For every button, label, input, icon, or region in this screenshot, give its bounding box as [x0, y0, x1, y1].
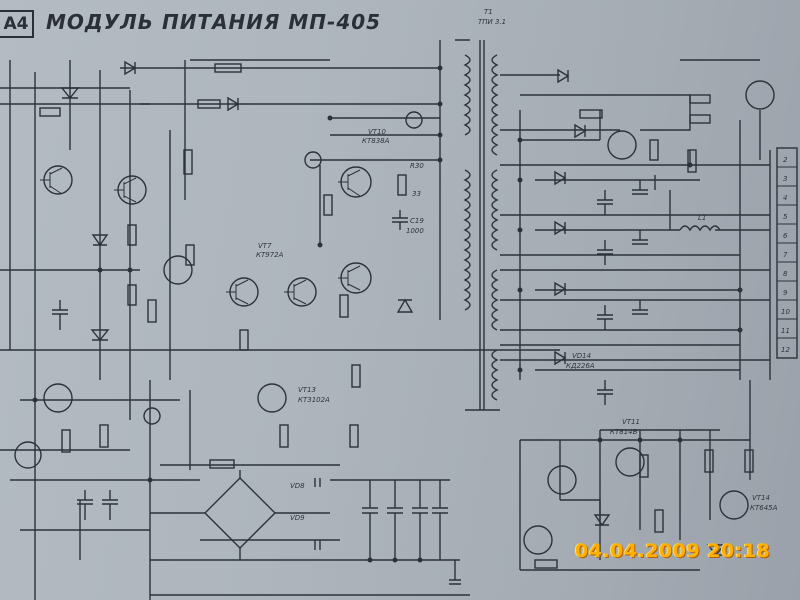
- resistors: [39, 63, 754, 569]
- pin-label: 8: [783, 270, 788, 278]
- pin-label: 10: [781, 308, 790, 316]
- label-t1-type: ТПИ 3.1: [478, 18, 506, 26]
- transistors: [14, 80, 775, 555]
- left-section-wiring: [0, 60, 560, 600]
- label-vd14: VD14: [572, 352, 591, 360]
- label-r30: R30: [410, 162, 424, 170]
- label-vd9: VD9: [290, 514, 305, 522]
- label-vt13-type: КТ3102А: [298, 396, 330, 404]
- output-connector: [776, 147, 798, 359]
- sheet-tag: A4: [0, 10, 34, 38]
- label-vt14: VT14: [752, 494, 770, 502]
- diode-bridge: [150, 470, 330, 560]
- label-vt13: VT13: [298, 386, 316, 394]
- connector-pin-labels: 2 3 4 5 6 7 8 9 10 11 12: [781, 156, 790, 354]
- label-t1: T1: [484, 8, 493, 16]
- pin-label: 2: [783, 156, 788, 164]
- sheet-title: МОДУЛЬ ПИТАНИЯ МП-405: [46, 10, 382, 34]
- label-r30-val: 33: [412, 190, 421, 198]
- pin-label: 11: [781, 327, 790, 335]
- diodes: [60, 60, 726, 557]
- inductor-l1: [679, 225, 721, 232]
- label-vt11: VT11: [622, 418, 640, 426]
- label-c19-val: 1000: [406, 227, 424, 235]
- label-vd8: VD8: [290, 482, 305, 490]
- transformer-t1: [463, 40, 500, 411]
- bottom-right-wiring: [519, 380, 751, 571]
- label-vt14-type: КТ645А: [750, 504, 778, 512]
- pin-label: 9: [783, 289, 788, 297]
- label-vt11-type: КТ814В: [610, 428, 638, 436]
- pin-label: 5: [783, 213, 788, 221]
- pin-label: 4: [783, 194, 787, 202]
- secondary-wiring: [500, 59, 771, 380]
- label-vd14-type: КД226А: [566, 362, 595, 370]
- date-stamp: 04.04.2009 20:18: [575, 540, 771, 562]
- pin-label: 6: [783, 232, 788, 240]
- capacitors: [52, 180, 648, 585]
- test-points: [143, 111, 423, 425]
- component-labels: T1 ТПИ 3.1 VT10 КТ838А VT11 КТ814В VT13 …: [256, 8, 778, 522]
- label-vt7: VT7: [258, 242, 272, 250]
- label-c19: C19: [410, 217, 424, 225]
- top-wiring: [120, 39, 470, 320]
- pin-label: 3: [783, 175, 787, 183]
- label-l1: L1: [698, 214, 706, 222]
- junctions: [32, 65, 743, 563]
- label-vt10: VT10: [368, 128, 387, 136]
- label-vt7-type: КТ972А: [256, 251, 284, 259]
- pin-label: 12: [781, 346, 790, 354]
- pin-label: 7: [783, 251, 788, 259]
- label-vt10-type: КТ838А: [362, 137, 390, 145]
